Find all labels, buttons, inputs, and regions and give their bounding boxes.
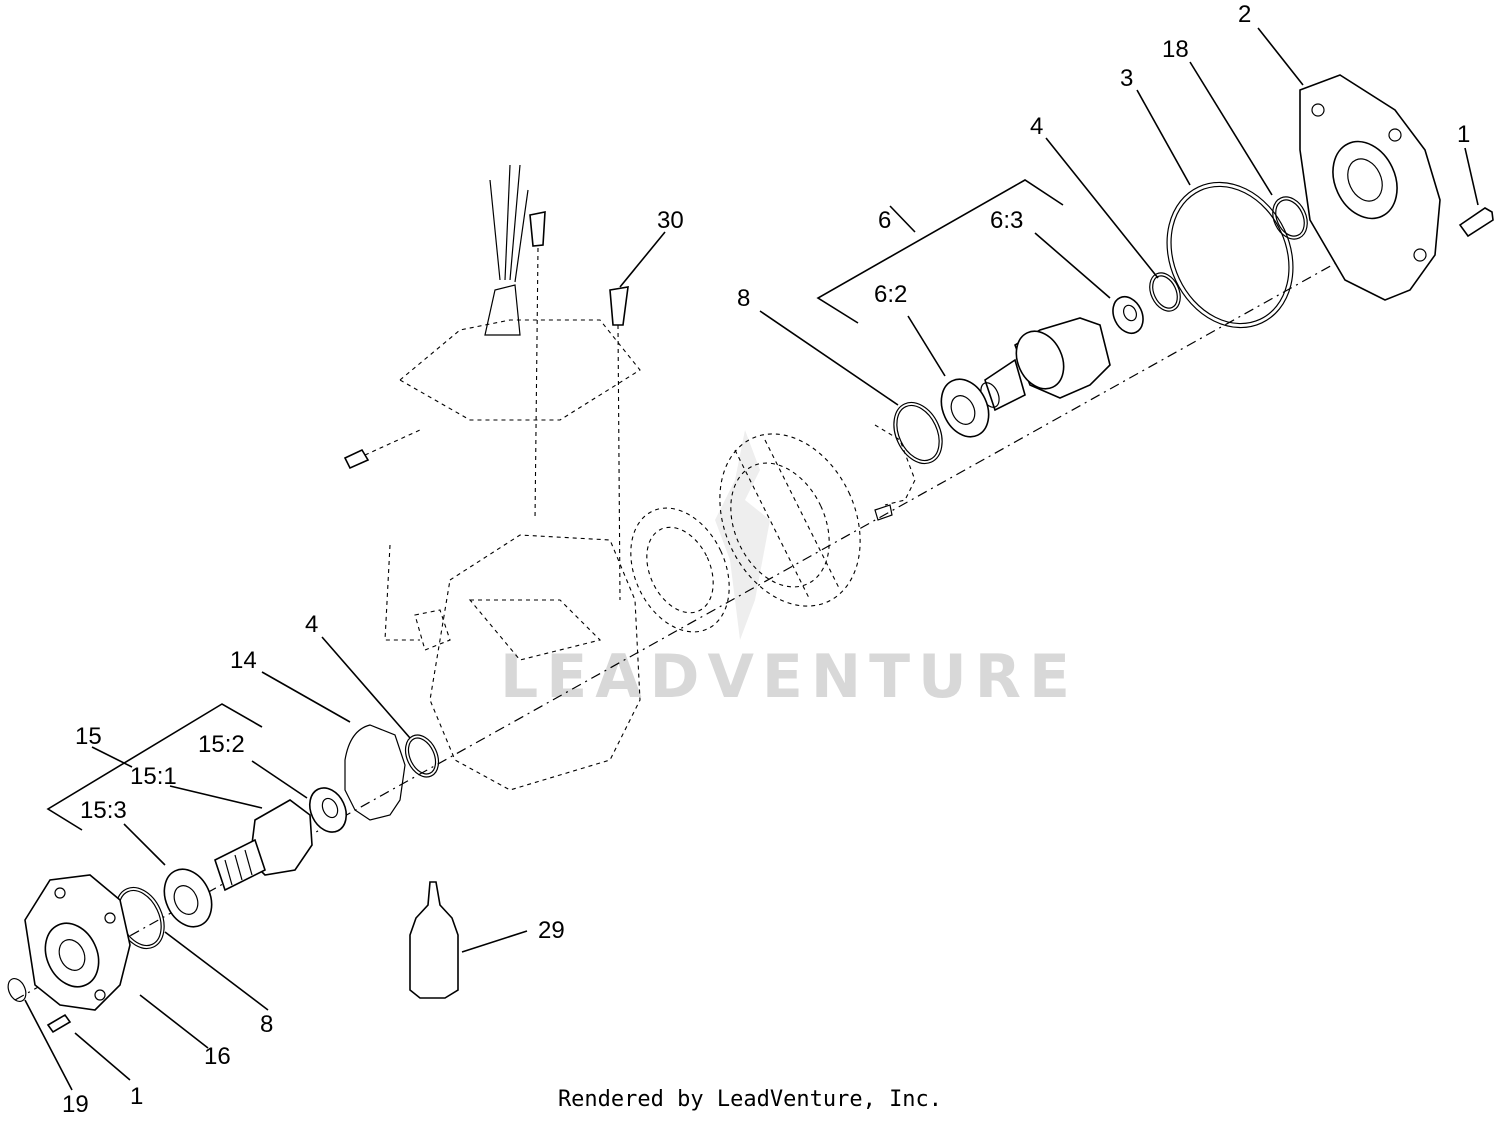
- gasket-part: [344, 724, 406, 821]
- bearing-part: [940, 378, 990, 438]
- callout-30: 30: [657, 207, 684, 234]
- assembly-axis: [14, 229, 1396, 1001]
- snap-ring-part: [7, 978, 27, 1002]
- large-o-ring-part: [1166, 181, 1294, 329]
- o-ring-top-part: [893, 401, 943, 465]
- terminal-cover-part: [399, 164, 641, 421]
- front-bearing-part: [163, 868, 213, 928]
- front-bushing-part: [308, 787, 348, 833]
- end-cover-part: [1299, 74, 1441, 301]
- motor-housing-part: [414, 534, 641, 791]
- callout-6-2: 6:2: [874, 281, 907, 308]
- bolt-bottom-part: [46, 1013, 72, 1034]
- cover-screws-part: [343, 211, 629, 641]
- rotor-shaft-part: [980, 317, 1111, 412]
- seal-ring-top-part: [1149, 272, 1181, 312]
- watermark-logo: LEADVENTURE: [500, 430, 1078, 712]
- callout-29: 29: [538, 917, 565, 944]
- callout-16: 16: [204, 1043, 231, 1070]
- callout-15: 15: [75, 723, 102, 750]
- callout-3: 3: [1120, 65, 1133, 92]
- callout-6-3: 6:3: [990, 207, 1023, 234]
- callout-1-bottom: 1: [130, 1083, 143, 1110]
- callout-8-bottom: 8: [260, 1011, 273, 1038]
- callout-4-mid: 4: [305, 611, 318, 638]
- callout-19: 19: [62, 1091, 89, 1118]
- watermark-text: LEADVENTURE: [500, 642, 1078, 712]
- callout-2: 2: [1238, 1, 1251, 28]
- callout-4-top: 4: [1030, 113, 1043, 140]
- footer-credit: Rendered by LeadVenture, Inc.: [557, 1087, 943, 1112]
- seal-ring-mid-part: [404, 734, 440, 778]
- callout-15-2: 15:2: [198, 731, 245, 758]
- bolt-top-part: [1458, 207, 1494, 238]
- lubricant-bottle-part: [409, 881, 459, 999]
- callout-8-top: 8: [737, 285, 750, 312]
- bushing-part: [1112, 295, 1144, 335]
- front-flange-part: [24, 874, 131, 1011]
- callout-18: 18: [1162, 36, 1189, 63]
- callout-6: 6: [878, 207, 891, 234]
- stator-part: [719, 433, 861, 607]
- callout-15-1: 15:1: [130, 763, 177, 790]
- callout-1-top: 1: [1457, 121, 1470, 148]
- callout-14: 14: [230, 647, 257, 674]
- brush-holder-part: [874, 424, 916, 521]
- small-o-ring-part: [1272, 196, 1308, 240]
- output-shaft-part: [214, 799, 313, 892]
- gasket-plate-part: [630, 507, 730, 633]
- leader-lines: [24, 27, 1479, 1091]
- callout-15-3: 15:3: [80, 797, 127, 824]
